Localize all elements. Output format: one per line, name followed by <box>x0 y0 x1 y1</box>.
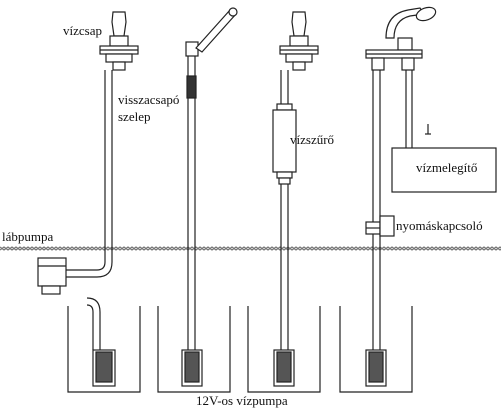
label-nyomaskapcsolo: nyomáskapcsoló <box>396 218 483 233</box>
pipe-1-upper <box>66 70 113 278</box>
pump-2 <box>181 349 203 387</box>
tank-1 <box>67 306 141 393</box>
pipe-2 <box>187 56 196 350</box>
label-visszacsapo: visszacsapó <box>118 92 180 107</box>
pipe-4 <box>372 70 413 350</box>
water-heater <box>391 124 497 193</box>
faucet-3 <box>279 11 319 71</box>
lever-faucet <box>185 7 238 57</box>
tank-2 <box>157 306 231 393</box>
label-labpumpa: lábpumpa <box>2 229 54 244</box>
check-valve <box>186 75 197 99</box>
label-vizcsap: vízcsap <box>63 23 102 38</box>
pump-3 <box>273 349 295 387</box>
tank-3 <box>247 306 321 393</box>
pump-4 <box>365 349 387 387</box>
label-vizpumpa: 12V-os vízpumpa <box>196 393 288 408</box>
pipe-3 <box>280 70 289 350</box>
label-vizszuro: vízszűrő <box>290 132 335 147</box>
pressure-switch <box>365 215 395 237</box>
pump-1 <box>92 349 116 387</box>
pipe-1-lower <box>86 297 101 350</box>
tank-4 <box>339 306 413 393</box>
foot-pump <box>37 257 67 295</box>
shower-faucet <box>365 6 437 71</box>
label-szelep: szelep <box>118 109 151 124</box>
ground-line <box>0 246 501 251</box>
label-vizmelegito: vízmelegítő <box>416 160 478 175</box>
water-filter <box>272 103 297 185</box>
faucet-1 <box>99 11 139 71</box>
